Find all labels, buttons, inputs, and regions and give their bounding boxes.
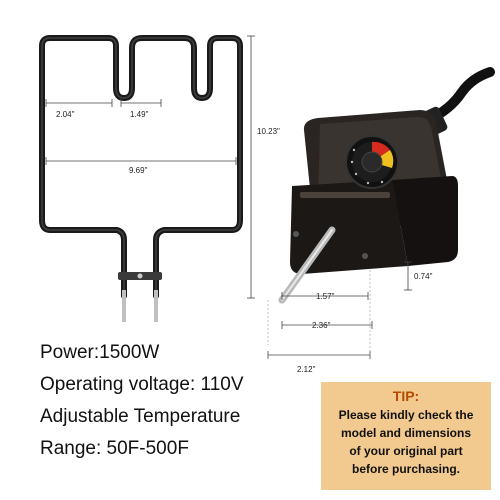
- spec-adjustable: Adjustable Temperature: [40, 406, 241, 427]
- tip-box: TIP: Please kindly check the model and d…: [321, 382, 491, 490]
- tip-title: TIP:: [392, 388, 420, 404]
- tip-line-2: model and dimensions: [340, 426, 472, 440]
- terminal-right: [154, 290, 158, 322]
- spec-voltage: Operating voltage: 110V: [40, 374, 244, 395]
- terminal-left: [122, 290, 126, 322]
- spec-power: Power:1500W: [40, 342, 160, 363]
- label-probe-long: 2.36": [312, 321, 331, 330]
- spec-range: Range: 50F-500F: [40, 438, 189, 459]
- label-height: 10.23": [257, 127, 280, 136]
- tip-body: Please kindly check the model and dimens…: [321, 406, 491, 478]
- label-box-thickness: 0.74": [414, 272, 433, 281]
- label-middle-gap: 1.49": [130, 110, 149, 119]
- tip-line-1: Please kindly check the: [338, 408, 474, 422]
- tip-line-3: of your original part: [349, 444, 463, 458]
- label-total-width: 9.69": [129, 166, 148, 175]
- label-left-gap: 2.04": [56, 110, 75, 119]
- label-probe-full: 2.12": [297, 365, 316, 374]
- label-probe-short: 1.57": [316, 292, 335, 301]
- tip-line-4: before purchasing.: [351, 462, 461, 476]
